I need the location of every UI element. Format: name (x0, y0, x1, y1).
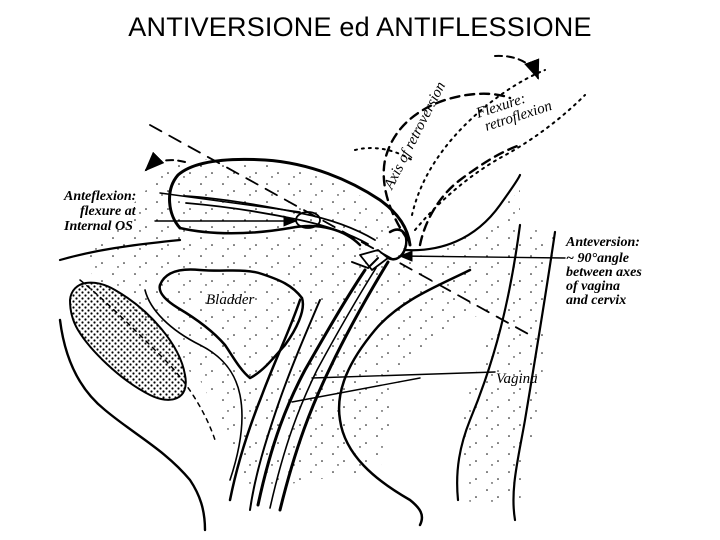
cervix (386, 228, 408, 261)
peritoneum-line (58, 238, 182, 262)
leader-vagina-1 (311, 371, 496, 379)
label-anteversion: Anteversion: ~ 90°angle between axes of … (565, 235, 645, 308)
retroflexion-outline (411, 69, 546, 216)
urethra-wall (228, 298, 302, 502)
uterine-cavity (184, 195, 376, 241)
vagina-posterior-wall (278, 260, 390, 512)
anteflexion-rotation-arrow (144, 151, 186, 172)
label-vagina: Vagina (496, 371, 538, 387)
bladder-outline (158, 268, 305, 380)
leader-anteflexion-1 (159, 192, 301, 213)
page-title: ANTIVERSIONE ed ANTIFLESSIONE (128, 12, 592, 42)
label-flexure-retroflexion: Flexure: retroflexion (473, 84, 554, 137)
leader-anteversion (398, 250, 566, 262)
label-bladder: Bladder (206, 292, 254, 308)
rectum-mass (68, 281, 187, 401)
leader-vagina-2 (291, 377, 421, 403)
label-axis-retroversion: Axis of retroversion (381, 79, 449, 192)
axis-dashed-line (149, 124, 531, 336)
label-anteflexion: Anteflexion: flexure at Internal OS (63, 189, 140, 234)
retroflexion-rotation-arrow (494, 54, 540, 80)
rectal-wall (337, 268, 472, 527)
tissue-fill-right (460, 230, 555, 505)
vagina-anterior-wall (256, 268, 367, 507)
retroversion-outline (382, 92, 512, 242)
uterus-outline (168, 157, 412, 247)
